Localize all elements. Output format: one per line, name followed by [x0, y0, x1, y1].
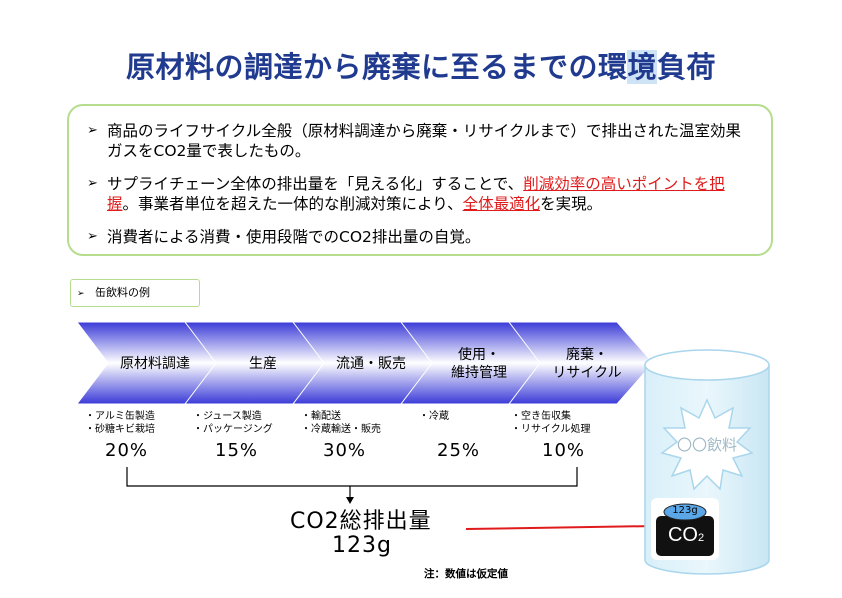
stage-percent-5: 10%: [542, 440, 586, 461]
summary-bullet-text: 商品のライフサイクル全般（原材料調達から廃棄・リサイクルまで）で排出された温室効…: [107, 122, 741, 160]
summary-bullet-1: ➢ 商品のライフサイクル全般（原材料調達から廃棄・リサイクルまで）で排出された温…: [87, 121, 747, 161]
stage-note: ・パッケージング: [193, 424, 273, 435]
summary-bullet-text: 消費者による消費・使用段階でのCO2排出量の自覚。: [107, 228, 481, 246]
co2-tag-text: CO2: [660, 524, 712, 547]
bullet-text-part: を実現。: [540, 195, 603, 213]
stage-note: ・リサイクル処理: [511, 424, 591, 435]
stage-label-disposal: 廃棄・ リサイクル: [552, 347, 622, 381]
stage-percent-2: 15%: [215, 440, 259, 461]
stage-chevron-5: [507, 321, 654, 405]
total-bracket: [126, 467, 578, 500]
stage-note: ・ジュース製造: [193, 411, 262, 422]
total-co2-label: CO2総排出量: [290, 509, 432, 534]
example-label: ➢ 缶飲料の例: [70, 279, 200, 307]
total-co2-value: 123g: [332, 533, 392, 558]
drink-can-icon: [644, 349, 770, 575]
stage-notes-4: ・冷蔵: [419, 410, 449, 423]
stage-notes-5: ・空き缶収集・リサイクル処理: [511, 410, 591, 436]
bullet-arrow-icon: ➢: [87, 229, 98, 244]
stage-note: ・輸配送: [301, 411, 341, 422]
stage-notes-3: ・輸配送・冷蔵輸送・販売: [301, 410, 381, 436]
stage-label-distribution: 流通・販売: [336, 356, 406, 372]
stage-note: ・冷蔵: [419, 411, 449, 422]
title-text-highlight: 境: [627, 50, 657, 84]
stage-percent-4: 25%: [437, 440, 481, 461]
stage-notes-2: ・ジュース製造・パッケージング: [193, 410, 273, 436]
summary-bullet-2: ➢ サプライチェーン全体の排出量を「見える化」することで、削減効率の高いポイント…: [87, 174, 747, 214]
stage-label-use: 使用・ 維持管理: [451, 347, 507, 381]
stage-label-procurement: 原材料調達: [120, 356, 190, 372]
summary-bullet-text: サプライチェーン全体の排出量を「見える化」することで、削減効率の高いポイントを把…: [107, 174, 747, 214]
highlight-optimization: 全体最適化: [462, 195, 541, 213]
stage-note: ・アルミ缶製造: [85, 411, 155, 422]
stage-note: ・冷蔵輸送・販売: [301, 424, 381, 435]
co2-tag-co: CO: [667, 524, 698, 546]
stage-percent-1: 20%: [105, 440, 149, 461]
co2-tag: [656, 516, 714, 556]
stage-percent-3: 30%: [323, 440, 367, 461]
co2-tag-value: 123g: [672, 505, 698, 516]
highlight-key-point: 削減効率の高いポイントを把握: [107, 175, 725, 213]
stage-notes-1: ・アルミ缶製造・砂糖キビ栽培: [85, 410, 155, 436]
bullet-text-part: 。事業者単位を超えた一体的な削減対策により、: [122, 195, 463, 213]
example-arrow-icon: ➢: [77, 289, 85, 299]
example-label-text: 缶飲料の例: [95, 286, 151, 299]
connector-line: [465, 525, 656, 530]
page-title: 原材料の調達から廃棄に至るまでの環境負荷: [0, 44, 842, 86]
co2-tag-subscript: 2: [697, 532, 705, 544]
title-text-end: 負荷: [657, 50, 717, 84]
can-label: 〇〇飲料: [676, 436, 737, 454]
starburst-shape: [660, 398, 754, 491]
chevron-row: [75, 321, 654, 405]
bracket-arrow-icon: [346, 497, 354, 504]
summary-bullet-3: ➢ 消費者による消費・使用段階でのCO2排出量の自覚。: [87, 227, 747, 247]
stage-label-production: 生産: [249, 356, 277, 372]
stage-note: ・空き缶収集: [511, 411, 571, 422]
stage-note: ・砂糖キビ栽培: [85, 424, 155, 435]
bullet-text-part: サプライチェーン全体の排出量を「見える化」することで、: [107, 175, 524, 193]
title-text-main: 原材料の調達から廃棄に至るまでの環: [125, 50, 628, 84]
summary-box: ➢ 商品のライフサイクル全般（原材料調達から廃棄・リサイクルまで）で排出された温…: [67, 104, 773, 256]
footnote: 注：数値は仮定値: [424, 568, 508, 580]
bullet-arrow-icon: ➢: [87, 176, 98, 191]
bullet-arrow-icon: ➢: [87, 123, 98, 138]
co2-tag-value-bubble: [663, 503, 707, 521]
